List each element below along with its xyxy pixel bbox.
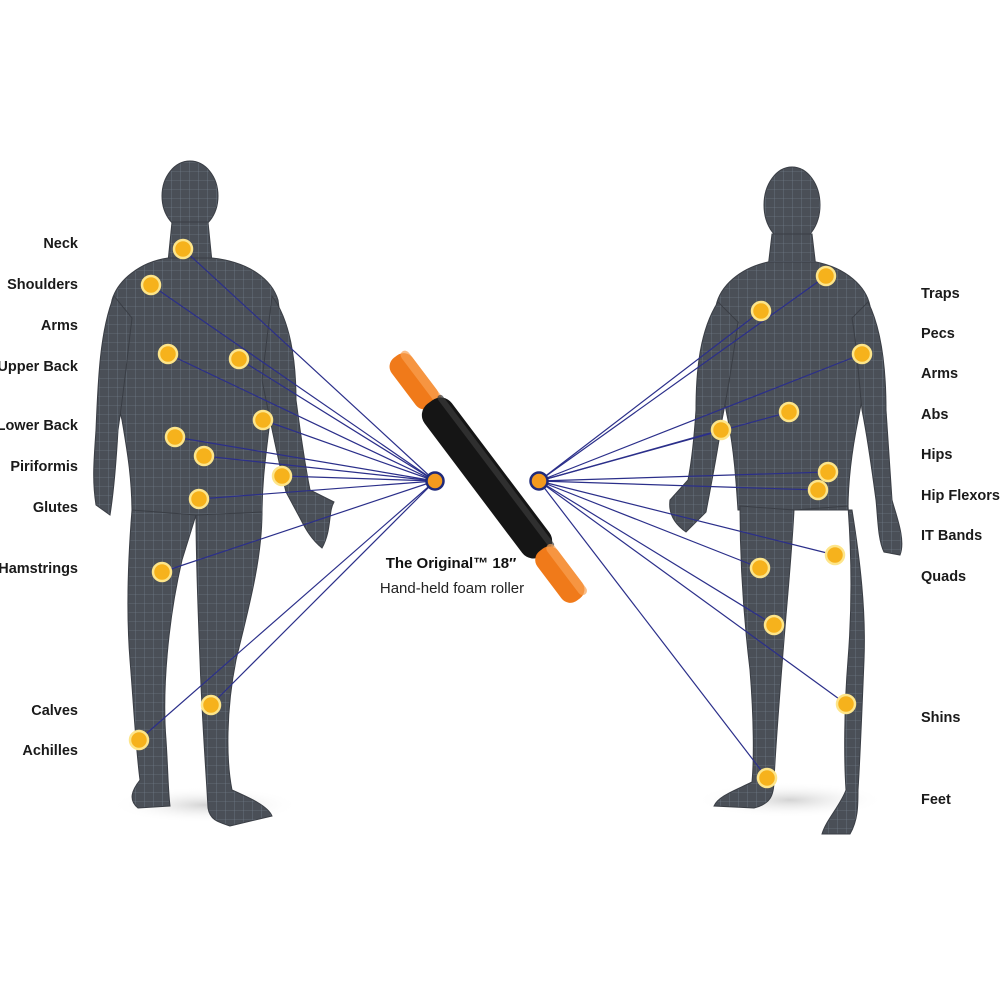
label-traps: Traps xyxy=(921,286,960,302)
front-connector-shins xyxy=(538,480,847,705)
front-marker-traps xyxy=(815,265,837,287)
product-subtitle: Hand-held foam roller xyxy=(380,580,524,597)
front-marker-hips xyxy=(817,461,839,483)
front-marker-abs xyxy=(778,401,800,423)
front-view-connector-lines xyxy=(538,275,863,779)
back-connector-shoulders xyxy=(150,284,436,482)
front-connector-traps xyxy=(538,275,827,482)
label-lower-back: Lower Back xyxy=(0,418,79,434)
roller-foam xyxy=(421,397,553,559)
back-view-connector-lines xyxy=(138,248,436,741)
label-calves: Calves xyxy=(31,703,78,719)
label-piriformis: Piriformis xyxy=(10,459,78,475)
back-connector-arms xyxy=(238,358,436,482)
label-it-bands: IT Bands xyxy=(921,528,982,544)
back-marker-achilles xyxy=(128,729,150,751)
front-marker-pecs xyxy=(750,300,772,322)
front-marker-hip-flexors xyxy=(807,479,829,501)
back-connector-upper-back xyxy=(167,353,436,482)
label-arms-back: Arms xyxy=(41,318,78,334)
front-marker-quads-lower xyxy=(763,614,785,636)
label-quads: Quads xyxy=(921,569,966,585)
front-connector-arms xyxy=(538,353,863,482)
front-marker-feet xyxy=(756,767,778,789)
front-connector-forearm xyxy=(538,429,722,482)
front-connector-quads-lower xyxy=(538,480,775,626)
roller-handle-top xyxy=(389,353,439,410)
back-marker-glutes xyxy=(188,488,210,510)
label-glutes: Glutes xyxy=(33,500,78,516)
back-marker-piriformis xyxy=(193,445,215,467)
back-marker-neck xyxy=(172,238,194,260)
back-marker-arms xyxy=(228,348,250,370)
front-marker-quads xyxy=(749,557,771,579)
label-arms-front: Arms xyxy=(921,366,958,382)
back-marker-lower-back xyxy=(164,426,186,448)
front-view-markers xyxy=(710,265,873,789)
front-marker-arms xyxy=(851,343,873,365)
label-shins: Shins xyxy=(921,710,960,726)
label-upper-back: Upper Back xyxy=(0,359,79,375)
roller-handle-bottom xyxy=(535,546,585,603)
right-hub xyxy=(529,471,549,491)
label-neck: Neck xyxy=(43,236,79,252)
back-connector-forearm xyxy=(281,475,436,482)
back-marker-forearm xyxy=(271,465,293,487)
front-connector-quads xyxy=(538,480,761,569)
front-connector-feet xyxy=(538,480,768,779)
front-connector-hips xyxy=(538,471,829,482)
back-connector-lower-back-side xyxy=(262,419,436,482)
label-abs: Abs xyxy=(921,407,948,423)
back-view-labels: Neck Shoulders Arms Upper Back Lower Bac… xyxy=(0,236,79,759)
foam-roller xyxy=(389,350,587,603)
front-view-labels: Traps Pecs Arms Abs Hips Hip Flexors IT … xyxy=(921,286,1000,808)
label-pecs: Pecs xyxy=(921,326,955,342)
product-title: The Original™ 18″ xyxy=(386,555,517,572)
front-connector-hip-flexors xyxy=(538,480,819,491)
front-marker-forearm xyxy=(710,419,732,441)
back-connector-hamstrings xyxy=(161,480,436,573)
label-hips: Hips xyxy=(921,447,952,463)
back-connector-lower-back xyxy=(174,436,436,482)
back-connector-calves xyxy=(210,480,436,706)
back-connector-neck xyxy=(182,248,436,482)
back-connector-piriformis xyxy=(203,455,436,482)
label-achilles: Achilles xyxy=(22,743,78,759)
back-marker-upper-back xyxy=(157,343,179,365)
label-feet: Feet xyxy=(921,792,951,808)
back-marker-shoulders xyxy=(140,274,162,296)
front-connector-pecs xyxy=(538,310,762,482)
back-view-figure xyxy=(93,160,335,827)
front-connector-it-bands xyxy=(538,480,836,556)
back-connector-achilles xyxy=(138,480,436,741)
back-connector-glutes xyxy=(198,480,436,500)
front-marker-it-bands xyxy=(824,544,846,566)
label-shoulders: Shoulders xyxy=(7,277,78,293)
left-hub xyxy=(425,471,445,491)
label-hip-flexors: Hip Flexors xyxy=(921,488,1000,504)
back-marker-calves xyxy=(200,694,222,716)
back-marker-lower-back-side xyxy=(252,409,274,431)
front-marker-shins xyxy=(835,693,857,715)
back-view-markers xyxy=(128,238,293,751)
back-marker-hamstrings xyxy=(151,561,173,583)
front-view-figure xyxy=(669,166,903,835)
label-hamstrings: Hamstrings xyxy=(0,561,78,577)
